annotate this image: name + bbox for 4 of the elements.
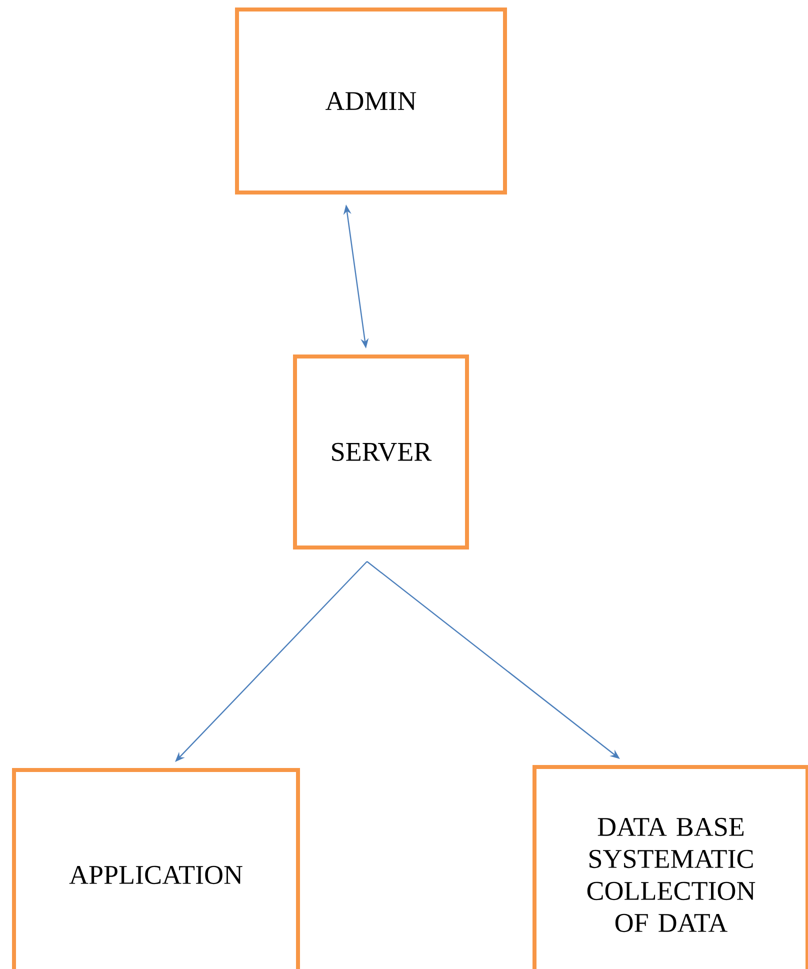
process-box: DATA BASE SYSTEMATIC COLLECTION OF DATA [532,765,808,969]
process-box: APPLICATION [12,768,300,969]
process-box: ADMIN [235,8,507,194]
process-box: SERVER [293,354,469,550]
